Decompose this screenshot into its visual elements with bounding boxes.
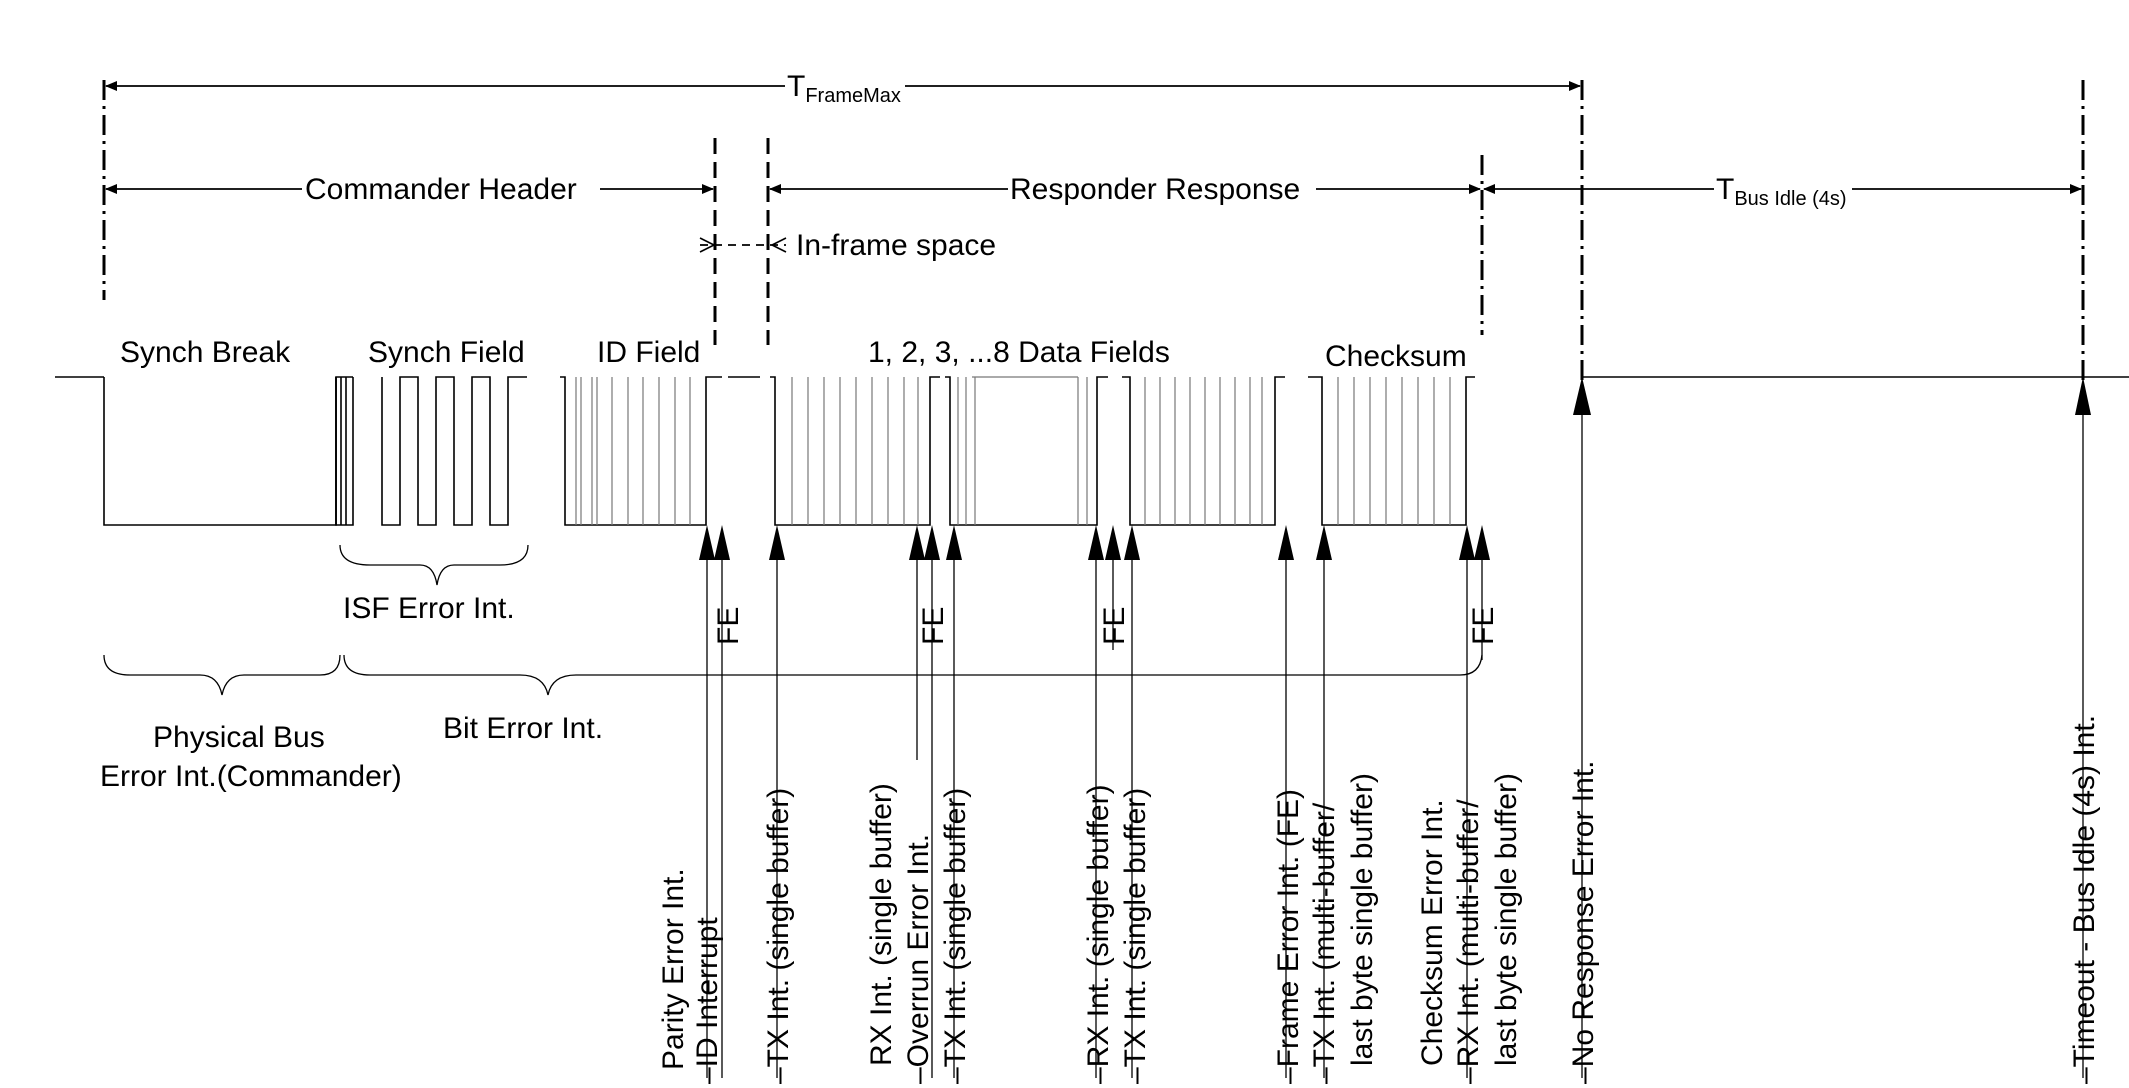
id-interrupt-arrow bbox=[714, 525, 730, 560]
checksum-frame bbox=[1308, 376, 1475, 526]
frame-error-label: –Frame Error Int. (FE) bbox=[1272, 789, 1305, 1084]
data-field-3-frame bbox=[1122, 376, 1285, 526]
rx-int-multi-label-2: last byte single buffer) bbox=[1490, 773, 1523, 1066]
rx-int-1-label: RX Int. (single buffer) bbox=[865, 783, 898, 1066]
data-field-2-frame bbox=[945, 376, 1108, 526]
no-response-arrow bbox=[1573, 377, 1591, 415]
tx-int-3-label: –TX Int. (single buffer) bbox=[1119, 788, 1152, 1084]
bit-error-label: Bit Error Int. bbox=[443, 712, 603, 745]
braces: ISF Error Int. Physical Bus Error Int.(C… bbox=[100, 544, 1483, 793]
synch-break-label: Synch Break bbox=[120, 336, 291, 369]
bit-error-brace bbox=[343, 654, 1483, 696]
parity-error-arrow bbox=[699, 525, 715, 560]
overrun-error-label: –Overrun Error Int. bbox=[902, 834, 935, 1084]
frame-error-arrow bbox=[1278, 525, 1294, 560]
t-frame-max-label: TFrameMax bbox=[787, 70, 901, 107]
data-field-1-frame bbox=[770, 376, 940, 526]
in-frame-space-ticks bbox=[699, 237, 787, 253]
fe-label-1: FE bbox=[712, 607, 745, 645]
rx-int-1-arrow bbox=[909, 525, 925, 560]
in-frame-space-label: In-frame space bbox=[796, 229, 996, 262]
checksum-error-arrow bbox=[1459, 525, 1475, 560]
fe-label-2: FE bbox=[917, 607, 950, 645]
responder-response-label: Responder Response bbox=[1010, 173, 1300, 206]
rx-int-2-arrow bbox=[1088, 525, 1104, 560]
tx-int-2-label: –TX Int. (single buffer) bbox=[939, 788, 972, 1084]
physical-bus-label-1: Physical Bus bbox=[153, 721, 325, 754]
tx-int-3-arrow bbox=[1124, 525, 1140, 560]
id-field-frame bbox=[560, 376, 722, 526]
bus-signal bbox=[55, 376, 2129, 526]
reference-lines bbox=[102, 80, 2085, 380]
synch-field-waveform bbox=[335, 376, 527, 526]
checksum-error-label: Checksum Error Int. bbox=[1416, 799, 1449, 1066]
tx-int-multi-label-1: –TX Int. (multi-buffer/ bbox=[1308, 802, 1341, 1084]
tx-int-1-arrow bbox=[769, 525, 785, 560]
tx-int-multi-label-2: last byte single buffer) bbox=[1346, 773, 1379, 1066]
rx-int-multi-label-1: –RX Int. (multi-buffer/ bbox=[1452, 799, 1485, 1084]
rx-int-multi-arrow bbox=[1474, 525, 1490, 560]
overrun-arrow bbox=[924, 525, 940, 560]
timeout-label: –Timeout - Bus Idle (4s) Int. bbox=[2068, 715, 2101, 1084]
synch-break-waveform bbox=[103, 376, 353, 526]
synch-field-label: Synch Field bbox=[368, 336, 525, 369]
tx-int-2-arrow bbox=[946, 525, 962, 560]
timing-dimensions: TFrameMax Commander Header Responder Res… bbox=[105, 70, 2082, 262]
physical-bus-brace bbox=[103, 654, 341, 696]
fe-3-arrow bbox=[1105, 525, 1121, 560]
field-labels: Synch Break Synch Field ID Field 1, 2, 3… bbox=[120, 336, 1467, 373]
rx-int-2-label: –RX Int. (single buffer) bbox=[1082, 784, 1115, 1084]
checksum-label: Checksum bbox=[1325, 340, 1467, 373]
physical-bus-label-2: Error Int.(Commander) bbox=[100, 760, 402, 793]
interrupt-arrows bbox=[699, 377, 2091, 1078]
timeout-arrow bbox=[2075, 377, 2091, 415]
data-fields-label: 1, 2, 3, ...8 Data Fields bbox=[868, 336, 1170, 369]
tx-int-1-label: –TX Int. (single buffer) bbox=[762, 788, 795, 1084]
isf-brace bbox=[339, 544, 529, 586]
fe-labels: FE FE FE FE bbox=[712, 607, 1500, 645]
fe-label-4: FE bbox=[1467, 607, 1500, 645]
commander-header-label: Commander Header bbox=[305, 173, 577, 206]
id-field-label: ID Field bbox=[597, 336, 700, 369]
no-response-label: –No Response Error Int. bbox=[1567, 761, 1600, 1084]
interrupt-labels: Parity Error Int. –ID Interrupt –TX Int.… bbox=[657, 715, 2101, 1084]
tx-int-multi-arrow bbox=[1316, 525, 1332, 560]
t-bus-idle-label: TBus Idle (4s) bbox=[1716, 173, 1847, 210]
id-interrupt-label: –ID Interrupt bbox=[691, 917, 724, 1084]
isf-error-label: ISF Error Int. bbox=[343, 592, 515, 625]
fe-label-3: FE bbox=[1098, 607, 1131, 645]
parity-error-label: Parity Error Int. bbox=[657, 868, 690, 1070]
